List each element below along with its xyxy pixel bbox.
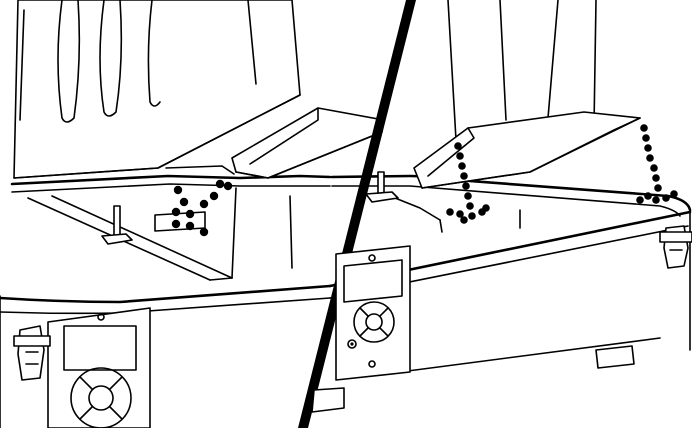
hinge-post-left-icon <box>101 205 133 245</box>
split-divider-icon <box>298 0 416 428</box>
large-case-lid-icon <box>13 0 301 179</box>
motion-dots-left-icon <box>171 179 233 237</box>
directional-dial-left-icon <box>70 367 132 428</box>
hinge-post-right-icon <box>365 171 399 203</box>
motion-dots-right-icon <box>636 124 678 204</box>
motion-dots-center-icon <box>446 142 490 224</box>
left-tray-lid-icon <box>165 107 385 179</box>
case-lid-right-icon <box>447 0 597 141</box>
control-panel-right-icon <box>335 245 411 381</box>
directional-dial-right-icon <box>353 301 395 343</box>
latch-left-icon <box>13 325 51 381</box>
right-tray-lid-icon <box>413 111 641 189</box>
latch-right-icon <box>659 225 692 269</box>
control-panel-left-icon <box>47 307 151 428</box>
